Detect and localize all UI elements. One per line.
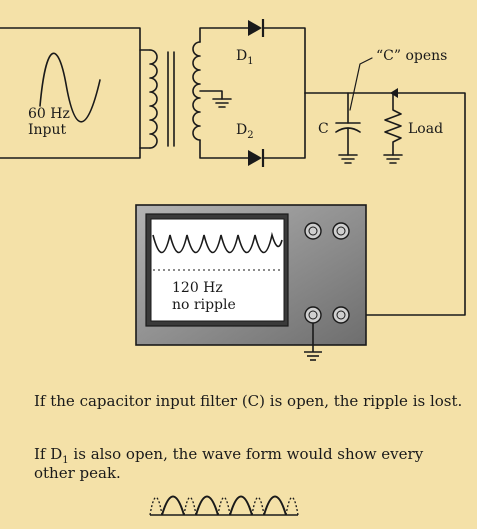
diode-d2-icon bbox=[248, 149, 265, 167]
input-source bbox=[0, 27, 141, 159]
half-wave-illustration bbox=[149, 495, 299, 516]
scope-knob bbox=[304, 222, 322, 240]
ground-icon bbox=[199, 90, 232, 108]
capacitor-icon bbox=[335, 92, 361, 164]
caption-d1-open-cont: other peak. bbox=[34, 464, 121, 482]
caption-capacitor-open: If the capacitor input filter (C) is ope… bbox=[34, 392, 463, 410]
scope-label-1: 120 Hz bbox=[172, 280, 223, 296]
scope-knob bbox=[332, 222, 350, 240]
c-label: C bbox=[318, 121, 329, 137]
load-label: Load bbox=[408, 121, 443, 137]
diode-d1-icon bbox=[248, 19, 265, 37]
scope-jack bbox=[332, 306, 350, 324]
scope-waveform bbox=[152, 231, 283, 254]
scope-label-2: no ripple bbox=[172, 297, 236, 313]
oscilloscope-icon: 120 Hz no ripple bbox=[135, 204, 367, 361]
d2-label: D2 bbox=[236, 122, 254, 141]
c-opens-label: “C” opens bbox=[376, 48, 447, 64]
arrowhead-icon bbox=[390, 88, 398, 98]
resistor-icon bbox=[383, 92, 403, 164]
transformer-icon bbox=[139, 41, 201, 149]
d1-label: D1 bbox=[236, 48, 254, 67]
scope-ground-icon bbox=[304, 351, 322, 361]
caption-d1-open: If D1 is also open, the wave form would … bbox=[34, 445, 424, 466]
input-label-2: Input bbox=[28, 122, 67, 138]
sine-wave-icon bbox=[39, 52, 101, 123]
scope-jack bbox=[304, 306, 322, 324]
input-label-1: 60 Hz bbox=[28, 106, 70, 122]
